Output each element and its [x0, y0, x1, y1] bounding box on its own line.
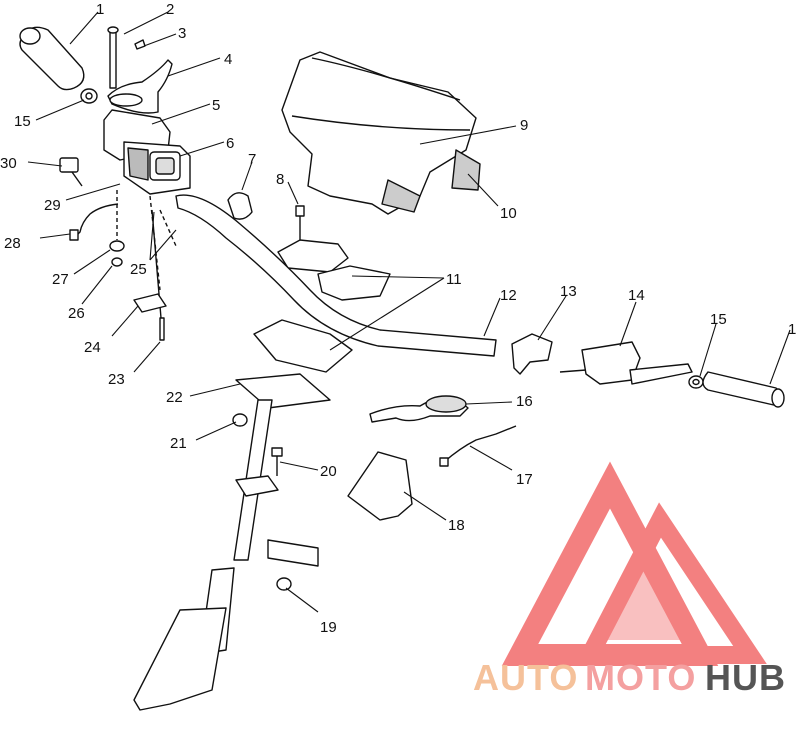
callout-23: 23 — [108, 371, 125, 388]
callout-14: 14 — [628, 287, 645, 304]
washer-27 — [109, 240, 125, 252]
callout-5: 5 — [212, 97, 220, 114]
screw-23 — [159, 317, 165, 341]
callout-17: 17 — [516, 471, 533, 488]
callout-27: 27 — [52, 271, 69, 288]
handlebar-pad-9 — [281, 51, 477, 215]
nut-21 — [232, 413, 248, 427]
bolt-20 — [271, 447, 283, 476]
callout-6: 6 — [226, 135, 234, 152]
lower-clamp — [253, 319, 353, 373]
callout-8: 8 — [276, 171, 284, 188]
logo-triangle-right — [575, 502, 767, 664]
callout-11: 11 — [446, 271, 462, 288]
callout-30: 30 — [0, 155, 17, 172]
logo-inner-mark — [600, 560, 680, 640]
nut-19 — [276, 577, 292, 591]
grip-end-nut-left — [80, 88, 98, 104]
bolt-8 — [295, 205, 305, 240]
harness-17 — [443, 425, 517, 463]
callout-24: 24 — [84, 339, 101, 356]
watermark-logo — [501, 461, 767, 666]
callout-18: 18 — [448, 517, 465, 534]
callout-labels: 1 2 3 4 5 6 7 8 9 10 11 12 13 14 15 15 1… — [0, 1, 796, 636]
callout-22: 22 — [166, 389, 183, 406]
connector-28 — [69, 229, 79, 241]
grip-left — [19, 26, 85, 91]
bracket-13 — [511, 333, 553, 375]
callout-15-left: 15 — [14, 113, 31, 130]
steering-post — [133, 399, 279, 711]
brand-part-hub: HUB — [705, 657, 786, 698]
callout-26: 26 — [68, 305, 85, 322]
brake-lever-14 — [559, 341, 693, 385]
pin — [107, 26, 119, 89]
callout-19: 19 — [320, 619, 337, 636]
clip-7 — [227, 192, 253, 220]
callout-21: 21 — [170, 435, 187, 452]
clip-small — [134, 39, 146, 50]
grip-right — [702, 371, 785, 408]
leader-lines — [27, 11, 791, 613]
callout-2: 2 — [166, 1, 174, 18]
switch-30 — [59, 157, 83, 187]
brand-part-moto: MOTO — [585, 657, 696, 698]
watermark-brand-text: AUTO MOTO HUB — [473, 657, 786, 698]
callout-4: 4 — [224, 51, 232, 68]
brand-part-auto: AUTO — [473, 657, 578, 698]
grip-end-nut-right — [688, 375, 704, 389]
callout-3: 3 — [178, 25, 186, 42]
callout-10: 10 — [500, 205, 517, 222]
cover-plate-24 — [133, 293, 167, 313]
handlebar-12 — [175, 194, 497, 357]
callout-16: 16 — [516, 393, 533, 410]
washer-26 — [111, 257, 123, 267]
callout-15-right: 15 — [710, 311, 727, 328]
throttle-housing — [103, 109, 191, 195]
callout-29: 29 — [44, 197, 61, 214]
callout-28: 28 — [4, 235, 21, 252]
plate-22 — [235, 373, 331, 409]
throttle-lever — [107, 59, 173, 114]
callout-13: 13 — [560, 283, 577, 300]
wire-29 — [75, 203, 119, 237]
bracket-18 — [347, 451, 413, 521]
callout-1: 1 — [96, 1, 104, 18]
callout-25: 25 — [130, 261, 147, 278]
callout-1-right: 1 — [788, 321, 796, 338]
callout-20: 20 — [320, 463, 337, 480]
callout-12: 12 — [500, 287, 517, 304]
foam-pad-10 — [451, 149, 481, 191]
callout-9: 9 — [520, 117, 528, 134]
spacer-19 — [267, 539, 319, 567]
callout-7: 7 — [248, 151, 256, 168]
